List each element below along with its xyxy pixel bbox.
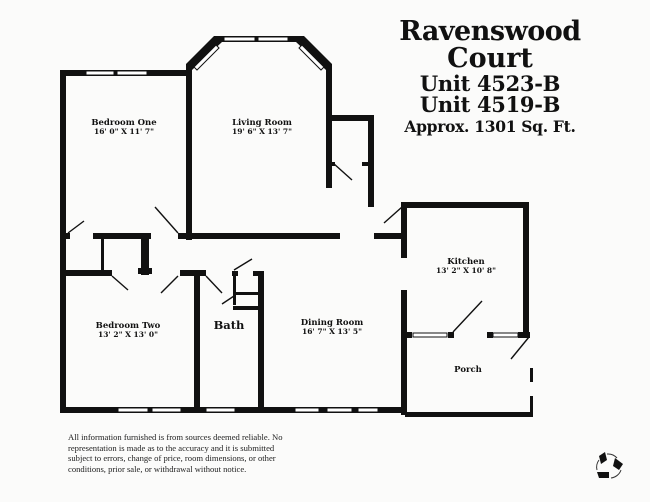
unit-number-1: Unit 4523-B: [419, 71, 561, 96]
title-block: Ravenswood Court Unit 4523-B Unit 4519-B…: [392, 18, 588, 139]
square-footage: Approx. 1301 Sq. Ft.: [404, 117, 576, 136]
room-name: Porch: [454, 365, 482, 375]
room-bedroom-one: Bedroom One 16' 0" X 11' 7": [91, 119, 156, 136]
windows: [85, 36, 519, 413]
property-name: Ravenswood: [399, 16, 581, 47]
room-living-room: Living Room 19' 6" X 13' 7": [232, 119, 292, 136]
door-swings: [67, 162, 530, 360]
room-dimensions: 16' 7" X 13' 5": [302, 327, 362, 336]
room-kitchen: Kitchen 13' 2" X 10' 8": [436, 258, 496, 275]
room-name: Bedroom One: [91, 118, 157, 128]
unit-number-2: Unit 4519-B: [419, 92, 561, 117]
room-dining-room: Dining Room 16' 7" X 13' 5": [301, 319, 364, 336]
room-name: Living Room: [232, 118, 292, 128]
room-name: Kitchen: [447, 257, 485, 267]
room-name: Dining Room: [300, 318, 364, 328]
room-porch: Porch: [454, 366, 482, 375]
recycle-icon: [596, 452, 623, 479]
disclaimer-text: All information furnished is from source…: [68, 432, 283, 474]
room-bath: Bath: [214, 319, 245, 332]
room-bedroom-two: Bedroom Two 13' 2" X 13' 0": [96, 322, 161, 339]
room-dimensions: 19' 6" X 13' 7": [232, 127, 292, 136]
room-name: Bedroom Two: [95, 321, 161, 331]
room-dimensions: 13' 2" X 10' 8": [436, 266, 496, 275]
room-dimensions: 13' 2" X 13' 0": [98, 330, 158, 339]
property-name-line2: Court: [447, 43, 533, 74]
room-dimensions: 16' 0" X 11' 7": [94, 127, 154, 136]
room-name: Bath: [213, 318, 245, 332]
